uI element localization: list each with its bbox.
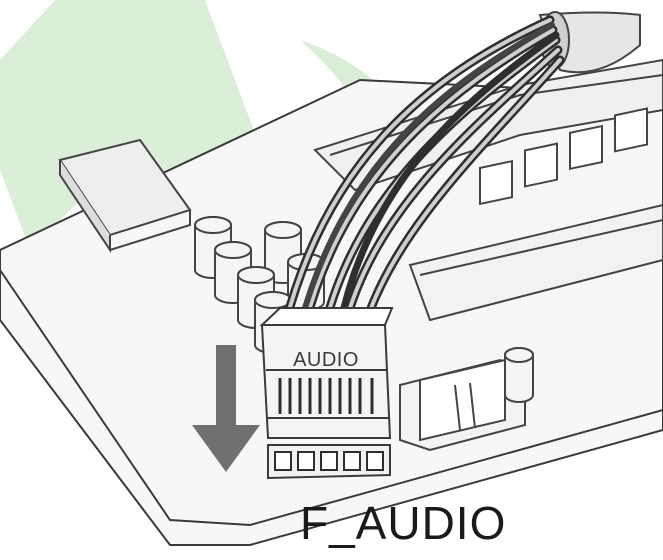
audio-connector-plug: AUDIO xyxy=(262,308,392,438)
f-audio-header-label: F_AUDIO xyxy=(300,500,580,546)
f-audio-header-pins xyxy=(268,445,390,478)
connector-label: AUDIO xyxy=(293,349,359,371)
